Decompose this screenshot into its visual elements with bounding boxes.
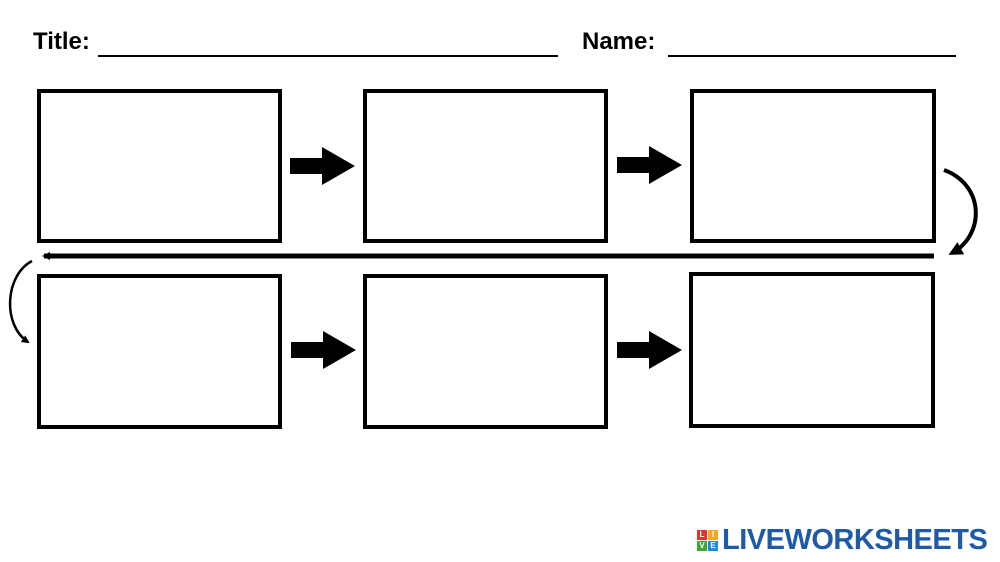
logo-badge-letter: L xyxy=(697,529,707,540)
arrow-right-5-to-6 xyxy=(617,331,682,369)
logo-text: LIVEWORKSHEETS xyxy=(722,523,988,556)
logo-badge-letter: V xyxy=(697,540,707,551)
logo-badge-letter: E xyxy=(708,540,718,551)
logo-badge-icon: L I V E xyxy=(697,529,718,551)
name-blank-line[interactable] xyxy=(668,55,956,57)
storyboard-panel-1[interactable] xyxy=(37,89,282,243)
storyboard-panel-2[interactable] xyxy=(363,89,608,243)
logo-badge-letter: I xyxy=(708,529,718,540)
arrow-right-1-to-2 xyxy=(290,147,355,185)
liveworksheets-logo: L I V E LIVEWORKSHEETS xyxy=(697,523,988,557)
curved-arrow-right-down xyxy=(943,168,978,255)
title-label: Title: xyxy=(33,28,90,55)
storyboard-panel-6[interactable] xyxy=(689,272,935,428)
arrow-right-2-to-3 xyxy=(617,146,682,184)
storyboard-panel-3[interactable] xyxy=(690,89,936,243)
curved-arrow-left-down xyxy=(8,259,33,344)
storyboard-panel-4[interactable] xyxy=(37,274,282,429)
name-label: Name: xyxy=(582,28,656,55)
storyboard-panel-5[interactable] xyxy=(363,274,608,429)
arrow-right-4-to-5 xyxy=(291,331,356,369)
title-blank-line[interactable] xyxy=(98,55,558,57)
